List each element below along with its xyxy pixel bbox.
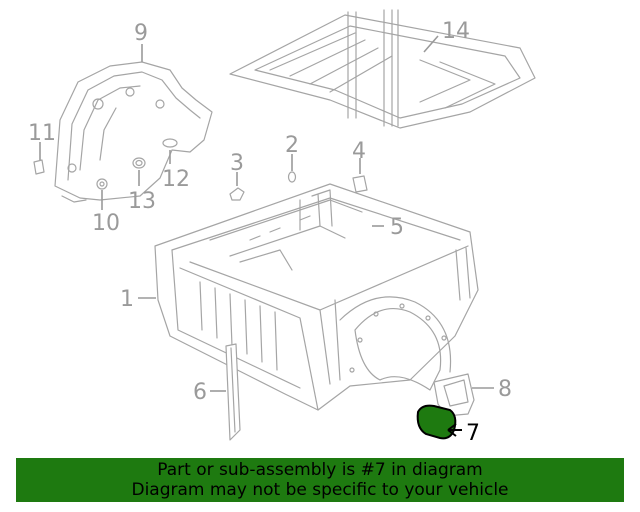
part-1-pickup-box bbox=[154, 183, 479, 411]
leader-lines bbox=[39, 35, 494, 437]
callout-labels: 9 14 11 12 13 10 3 2 4 5 1 6 8 7 bbox=[28, 19, 512, 446]
part-7-panel-highlighted bbox=[416, 404, 457, 440]
callout-8: 8 bbox=[498, 377, 512, 402]
callout-13: 13 bbox=[128, 189, 156, 214]
callout-3: 3 bbox=[230, 151, 244, 176]
part-3-grommet bbox=[229, 187, 245, 201]
parts-diagram: 9 14 11 12 13 10 3 2 4 5 1 6 8 7 bbox=[28, 9, 536, 446]
callout-2: 2 bbox=[285, 133, 299, 158]
part-9-wheelhouse-liner bbox=[54, 61, 213, 203]
part-6-rail bbox=[225, 343, 241, 441]
part-13-grommet bbox=[132, 157, 146, 169]
callout-7: 7 bbox=[466, 421, 480, 446]
callout-9: 9 bbox=[134, 21, 148, 46]
callout-11: 11 bbox=[28, 121, 56, 146]
callout-6: 6 bbox=[193, 380, 207, 405]
part-4-bracket bbox=[352, 175, 368, 193]
notice-banner: Part or sub-assembly is #7 in diagram Di… bbox=[16, 458, 624, 502]
callout-4: 4 bbox=[352, 139, 366, 164]
part-12-plug bbox=[162, 138, 178, 148]
part-14-floor-panel bbox=[229, 9, 536, 129]
banner-line-2: Diagram may not be specific to your vehi… bbox=[131, 480, 509, 500]
callout-12: 12 bbox=[162, 167, 190, 192]
banner-line-1: Part or sub-assembly is #7 in diagram bbox=[157, 460, 483, 480]
part-2-clip bbox=[287, 171, 297, 183]
part-10-push-pin bbox=[96, 178, 108, 190]
part-11-clip bbox=[33, 159, 45, 175]
part-8-bracket bbox=[433, 373, 475, 417]
callout-5: 5 bbox=[390, 215, 404, 240]
callout-10: 10 bbox=[92, 211, 120, 236]
callout-14: 14 bbox=[442, 19, 470, 44]
callout-1: 1 bbox=[120, 287, 134, 312]
